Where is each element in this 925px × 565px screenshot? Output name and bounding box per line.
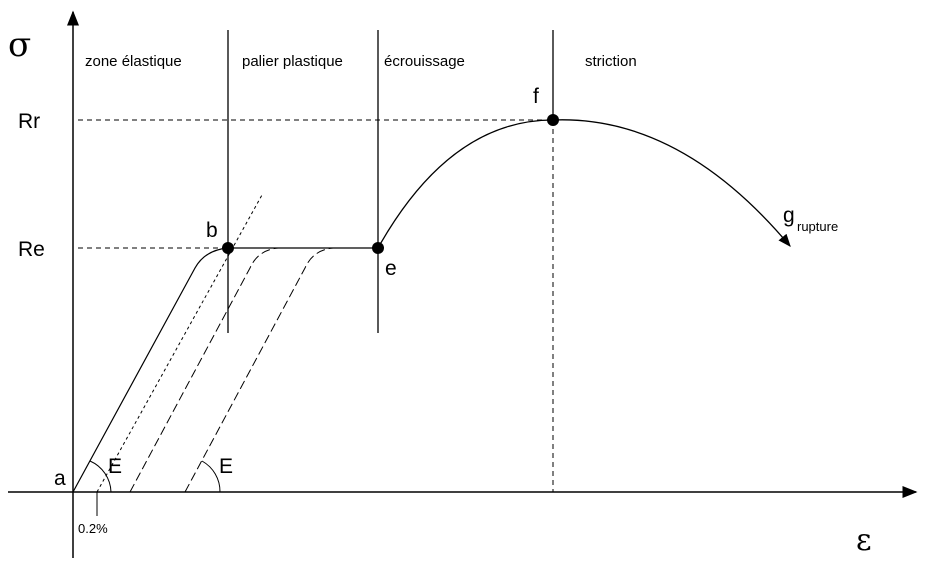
zone-label-plastic-plateau: palier plastique (242, 53, 343, 70)
point-b-marker (222, 242, 234, 254)
point-f-marker (547, 114, 559, 126)
offset-line (96, 194, 263, 493)
y-axis-symbol: σ (8, 25, 31, 65)
point-label-g-subscript: rupture (797, 219, 838, 234)
level-label-rr: Rr (18, 110, 40, 133)
point-label-g: g (783, 204, 795, 227)
level-label-re: Re (18, 238, 45, 261)
point-label-f: f (533, 85, 539, 108)
zone-label-necking: striction (585, 53, 637, 70)
unload-line-1 (129, 247, 279, 493)
necking-curve (552, 119, 791, 247)
slope-label-1: E (108, 455, 122, 478)
x-axis-symbol: ε (856, 523, 872, 558)
point-label-e: e (385, 257, 397, 280)
zone-label-hardening: écrouissage (384, 53, 465, 70)
offset-label: 0.2% (78, 521, 108, 536)
point-label-a: a (54, 467, 66, 490)
unload-line-2 (184, 247, 334, 493)
slope-arc-1 (89, 460, 112, 493)
point-e-marker (372, 242, 384, 254)
zone-label-elastic: zone élastique (85, 53, 182, 70)
hardening-curve (377, 119, 554, 249)
slope-arc-2 (201, 460, 221, 493)
slope-label-2: E (219, 455, 233, 478)
point-label-b: b (206, 219, 218, 242)
